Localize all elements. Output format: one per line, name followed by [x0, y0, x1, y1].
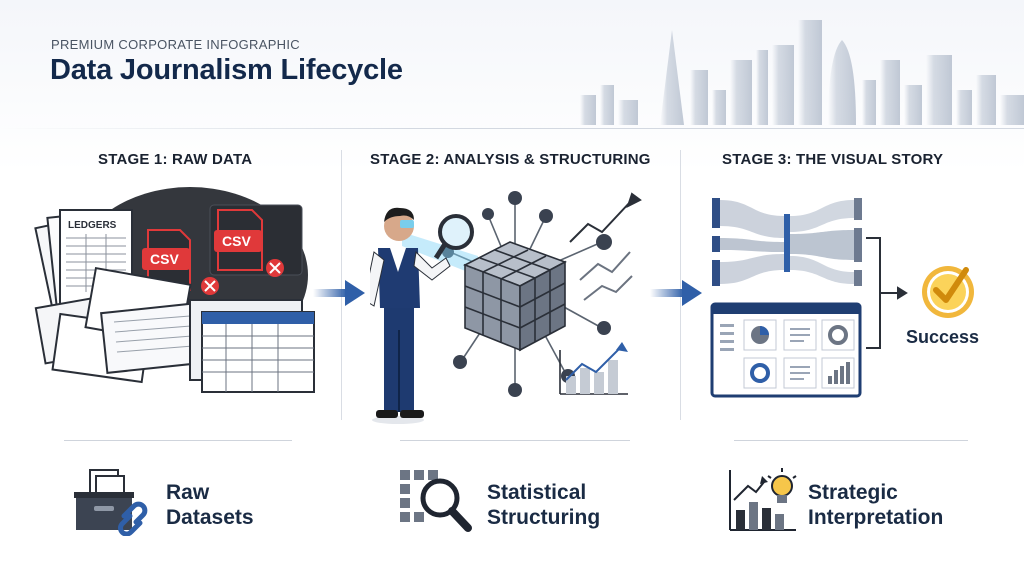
- arrow-right-icon: [650, 280, 702, 306]
- header-divider: [0, 128, 1024, 129]
- header-kicker: PREMIUM CORPORATE INFOGRAPHIC: [51, 37, 300, 52]
- svg-text:LEDGERS: LEDGERS: [68, 220, 117, 231]
- stage-2-title: STAGE 2: ANALYSIS & STRUCTURING: [370, 151, 651, 168]
- spreadsheet-icon: [189, 299, 315, 393]
- stage-3-title: STAGE 3: THE VISUAL STORY: [722, 151, 944, 168]
- svg-text:CSV: CSV: [150, 251, 179, 267]
- sankey-icon: [712, 198, 862, 286]
- footer-divider-2: [400, 440, 630, 441]
- stage-2-illustration: [370, 191, 642, 424]
- page-title: Data Journalism Lifecycle: [50, 54, 403, 86]
- stage-1-illustration: LEDGERS CSV CSV: [34, 187, 315, 393]
- analyst-figure-icon: [370, 207, 451, 424]
- stage-1-title: STAGE 1: RAW DATA: [98, 151, 253, 168]
- grid-search-icon: [400, 470, 472, 532]
- bracket-connector: [866, 237, 908, 349]
- success-label: Success: [906, 327, 980, 347]
- dashboard-icon: [710, 302, 862, 398]
- chart-lightbulb-icon: [729, 468, 797, 531]
- arrow-right-icon: [313, 280, 365, 306]
- stage-divider-2: [680, 150, 681, 420]
- footer-divider-3: [734, 440, 968, 441]
- stage-divider-1: [341, 150, 342, 420]
- svg-text:CSV: CSV: [222, 233, 251, 249]
- checkmark-icon: [922, 266, 974, 318]
- stage-3-illustration: [710, 198, 974, 398]
- bar-chart-icon: [559, 342, 628, 395]
- skyline-icon: [580, 20, 1024, 125]
- footer-divider-1: [64, 440, 292, 441]
- csv-file-icon: CSV: [142, 229, 191, 291]
- data-cube-icon: [463, 241, 567, 352]
- trend-arrow-icon: [569, 192, 642, 301]
- csv-file-icon: CSV: [214, 209, 263, 271]
- archive-link-icon: [74, 469, 148, 536]
- magnifier-icon: [433, 214, 474, 260]
